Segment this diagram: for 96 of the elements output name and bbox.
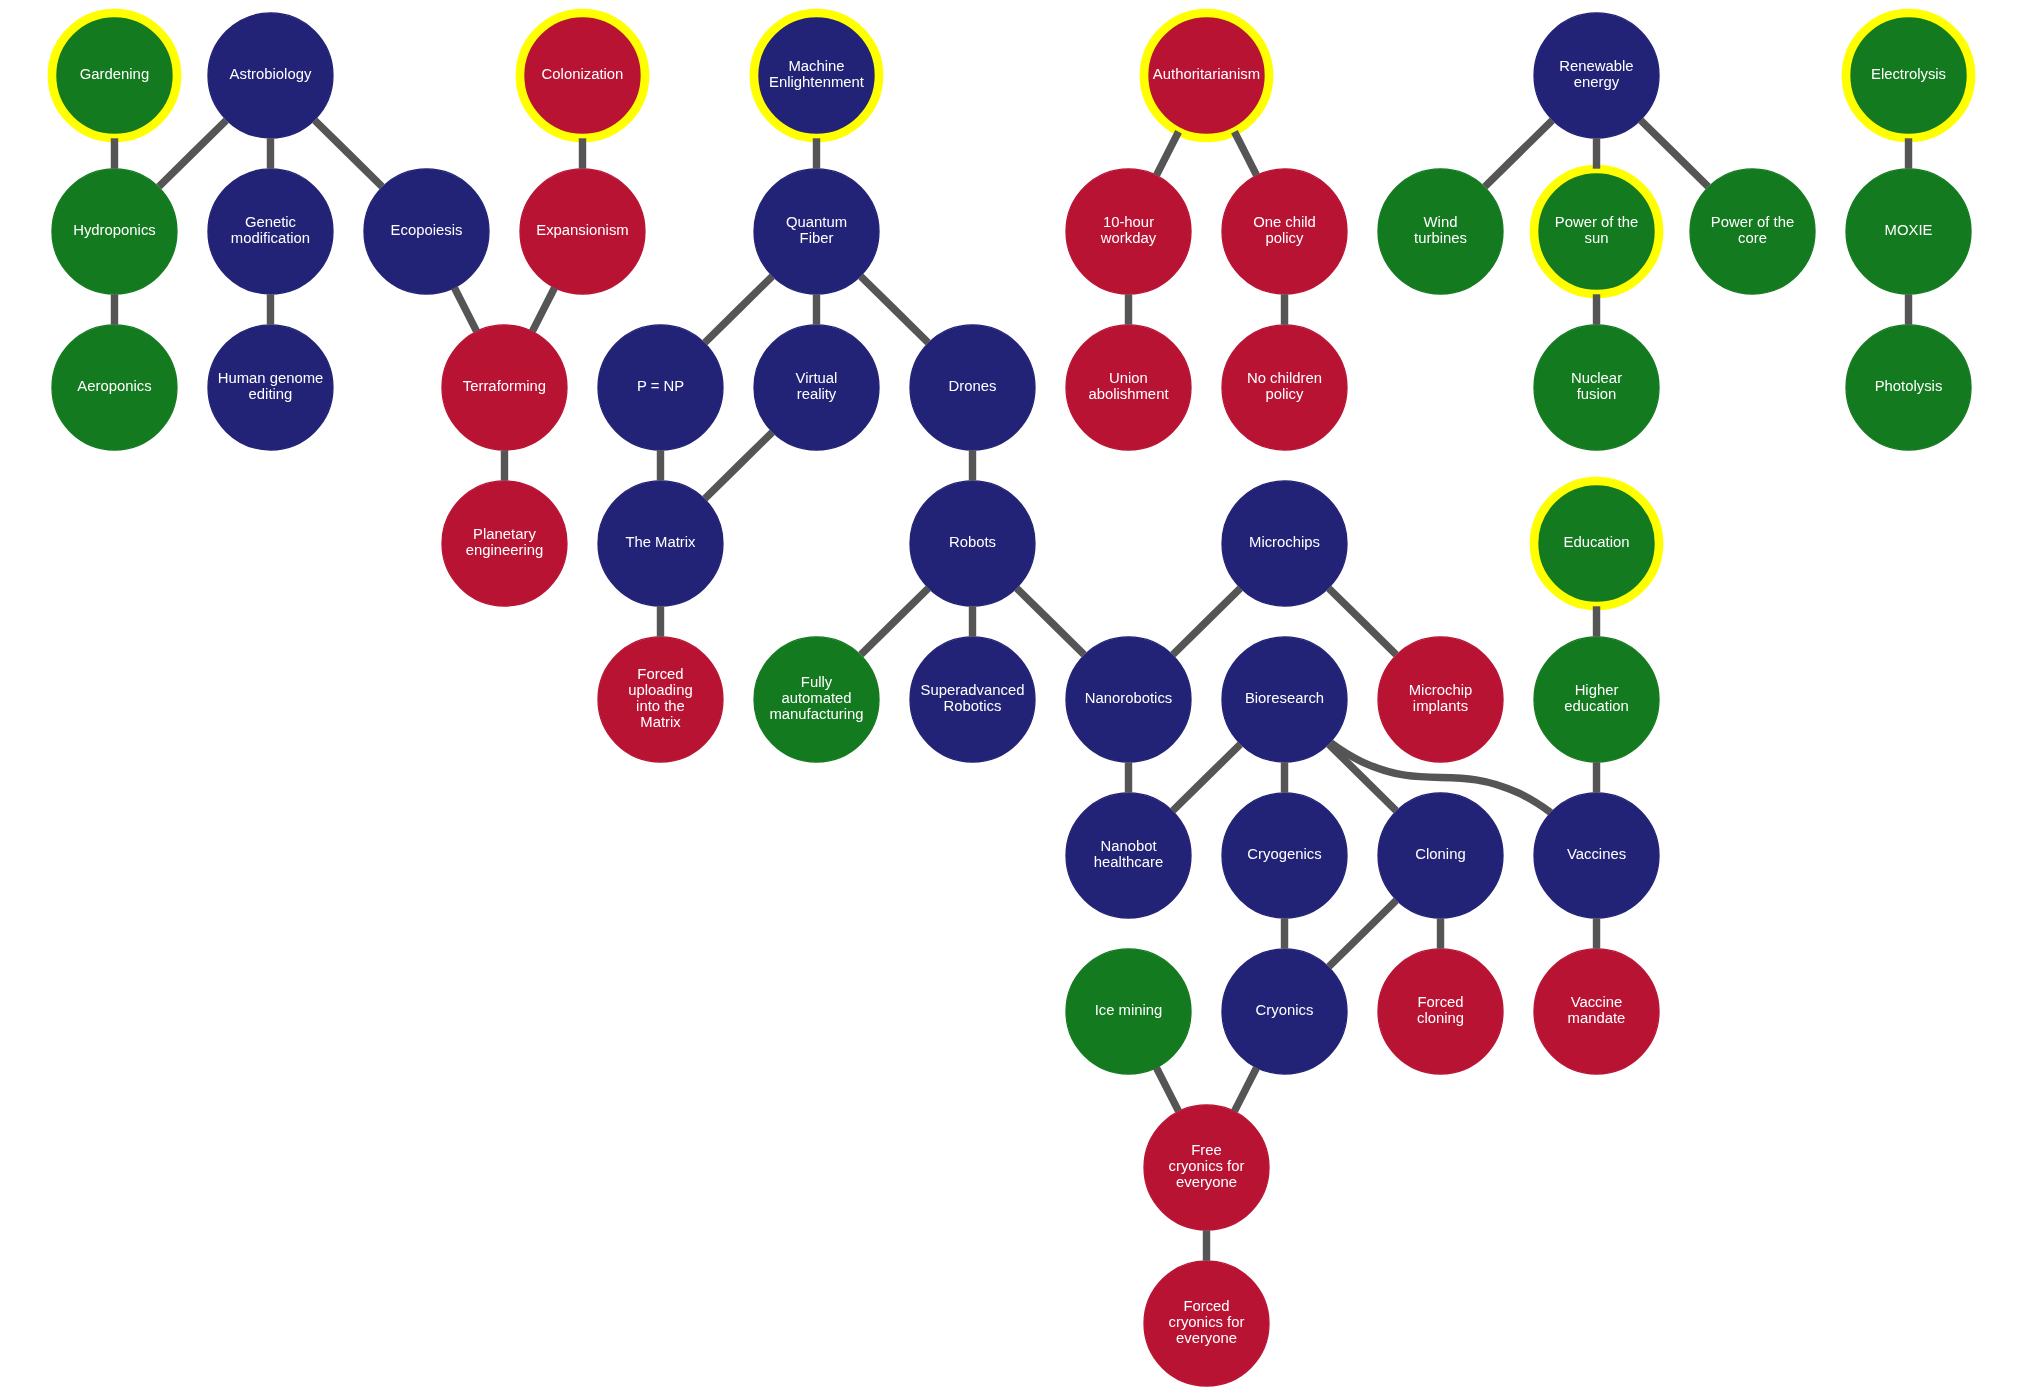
connector <box>1904 138 1913 169</box>
connector <box>1482 117 1555 190</box>
node-circle: Forced cryonics for everyone <box>1143 1260 1270 1387</box>
node-circle: Education <box>1529 476 1664 611</box>
node-circle: Photolysis <box>1845 324 1972 451</box>
connector <box>1592 918 1601 949</box>
node-circle: Colonization <box>515 8 650 143</box>
node-circle: Renewable energy <box>1533 12 1660 139</box>
node-circle: Terraforming <box>441 324 568 451</box>
connector <box>266 138 275 169</box>
node-circle: Wind turbines <box>1377 168 1504 295</box>
connector <box>656 606 665 637</box>
node-circle: Virtual reality <box>753 324 880 451</box>
connector <box>1592 138 1601 169</box>
node-circle: Cryogenics <box>1221 792 1348 919</box>
connector <box>110 138 119 169</box>
connector <box>1592 762 1601 793</box>
node-circle: Free cryonics for everyone <box>1143 1104 1270 1231</box>
node-circle: Vaccine mandate <box>1533 948 1660 1075</box>
connector <box>1153 130 1182 177</box>
connector <box>812 294 821 325</box>
connector <box>578 138 587 169</box>
connector <box>1170 741 1243 814</box>
node-circle: Fully automated manufacturing <box>753 636 880 763</box>
connector <box>702 429 775 502</box>
connector <box>451 286 480 333</box>
node-circle: Nanobot healthcare <box>1065 792 1192 919</box>
connector <box>1202 1230 1211 1261</box>
connector <box>1592 606 1601 637</box>
node-circle: Gardening <box>47 8 182 143</box>
node-circle: Power of the sun <box>1529 164 1664 299</box>
connector <box>500 450 509 481</box>
node-circle: The Matrix <box>597 480 724 607</box>
connector <box>1124 294 1133 325</box>
connector <box>1014 585 1087 658</box>
node-circle: Vaccines <box>1533 792 1660 919</box>
node-circle: Quantum Fiber <box>753 168 880 295</box>
node-circle: Machine Enlightenment <box>749 8 884 143</box>
node-circle: Aeroponics <box>51 324 178 451</box>
connector <box>1326 897 1399 970</box>
node-circle: Cryonics <box>1221 948 1348 1075</box>
node-circle: Power of the core <box>1689 168 1816 295</box>
connector <box>529 286 558 333</box>
connector <box>858 273 931 346</box>
connector <box>968 450 977 481</box>
node-circle: Forced cloning <box>1377 948 1504 1075</box>
node-circle: Nanorobotics <box>1065 636 1192 763</box>
node-circle: Forced uploading into the Matrix <box>597 636 724 763</box>
node-circle: One child policy <box>1221 168 1348 295</box>
node-circle: Microchip implants <box>1377 636 1504 763</box>
connector <box>968 606 977 637</box>
connector <box>312 117 385 190</box>
node-circle: MOXIE <box>1845 168 1972 295</box>
connector <box>1326 585 1399 658</box>
node-circle: Hydroponics <box>51 168 178 295</box>
node-circle: Union abolishment <box>1065 324 1192 451</box>
connector <box>1231 1066 1260 1113</box>
connector <box>110 294 119 325</box>
connector <box>1280 294 1289 325</box>
connector <box>1231 130 1260 177</box>
connector <box>812 138 821 169</box>
connector <box>858 585 931 658</box>
connector <box>1638 117 1711 190</box>
node-circle: Ecopoiesis <box>363 168 490 295</box>
node-circle: Higher education <box>1533 636 1660 763</box>
connector <box>1124 762 1133 793</box>
connector <box>1280 762 1289 793</box>
node-circle: Cloning <box>1377 792 1504 919</box>
node-circle: Robots <box>909 480 1036 607</box>
node-circle: 10-hour workday <box>1065 168 1192 295</box>
connector <box>1328 739 1553 816</box>
connector <box>156 117 229 190</box>
node-circle: Planetary engineering <box>441 480 568 607</box>
node-circle: Authoritarianism <box>1139 8 1274 143</box>
connector <box>266 294 275 325</box>
connector <box>702 273 775 346</box>
node-circle: Human genome editing <box>207 324 334 451</box>
connector <box>1280 918 1289 949</box>
node-circle: Ice mining <box>1065 948 1192 1075</box>
connector <box>1904 294 1913 325</box>
connector <box>656 450 665 481</box>
node-circle: P = NP <box>597 324 724 451</box>
node-circle: Genetic modification <box>207 168 334 295</box>
connector <box>1153 1066 1182 1113</box>
connector <box>1592 294 1601 325</box>
node-circle: Expansionism <box>519 168 646 295</box>
node-circle: Nuclear fusion <box>1533 324 1660 451</box>
connector <box>1436 918 1445 949</box>
connector <box>1170 585 1243 658</box>
node-circle: Drones <box>909 324 1036 451</box>
node-circle: Astrobiology <box>207 12 334 139</box>
node-circle: No children policy <box>1221 324 1348 451</box>
node-circle: Electrolysis <box>1841 8 1976 143</box>
node-circle: Superadvanced Robotics <box>909 636 1036 763</box>
node-circle: Microchips <box>1221 480 1348 607</box>
node-circle: Bioresearch <box>1221 636 1348 763</box>
